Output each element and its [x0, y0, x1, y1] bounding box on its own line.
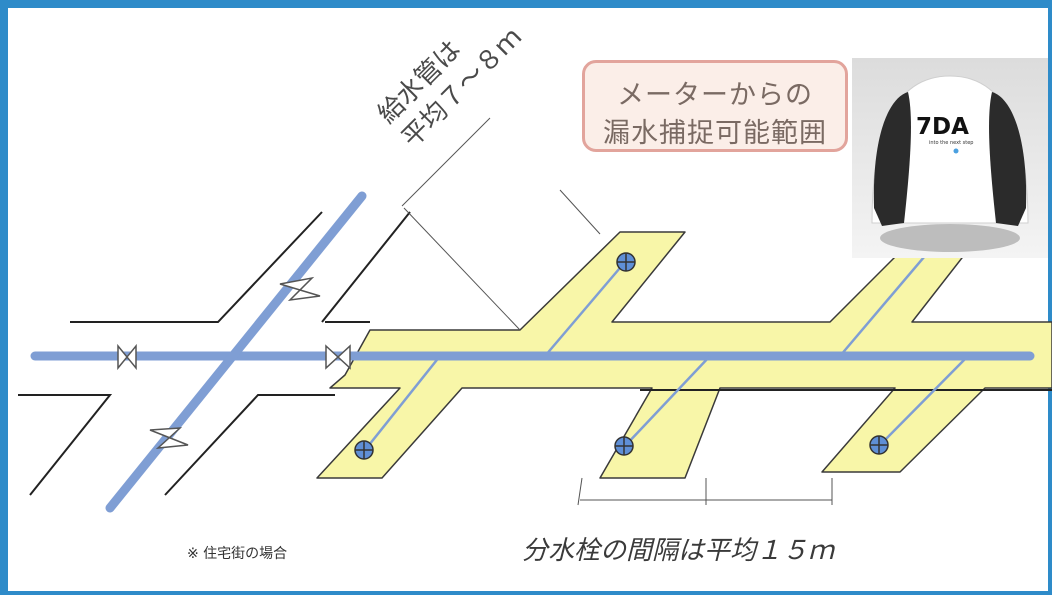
callout-line1: メーターからの — [617, 80, 813, 111]
device-tagline: into the next step — [929, 140, 974, 146]
water-pipes — [30, 191, 1035, 513]
residential-note: ※ 住宅街の場合 — [187, 546, 288, 562]
leak-detection-zone — [316, 221, 1052, 479]
callout-line2: 漏水捕捉可能範囲 — [603, 118, 827, 149]
valve-icons — [117, 276, 351, 449]
device-brand-logo: 7DA — [916, 114, 969, 140]
water-meter-icon — [354, 440, 374, 460]
valve-icon — [325, 344, 351, 370]
water-meter-icon — [616, 252, 636, 272]
water-meter-icons — [354, 252, 889, 460]
road-outlines — [18, 211, 1052, 496]
device-illustration — [871, 75, 1029, 252]
leak-detector-device-image — [852, 58, 1048, 258]
water-meter-icon — [614, 436, 634, 456]
service-pipes — [364, 249, 969, 451]
hydrant-spacing-label: 分水栓の間隔は平均１５ｍ — [522, 536, 835, 566]
valve-icon — [149, 427, 189, 449]
leak-range-callout: メーターからの 漏水捕捉可能範囲 — [582, 60, 848, 152]
water-meter-icon — [869, 435, 889, 455]
valve-icon — [117, 343, 137, 371]
dimension-lines — [401, 117, 833, 506]
valve-icon — [279, 276, 321, 302]
